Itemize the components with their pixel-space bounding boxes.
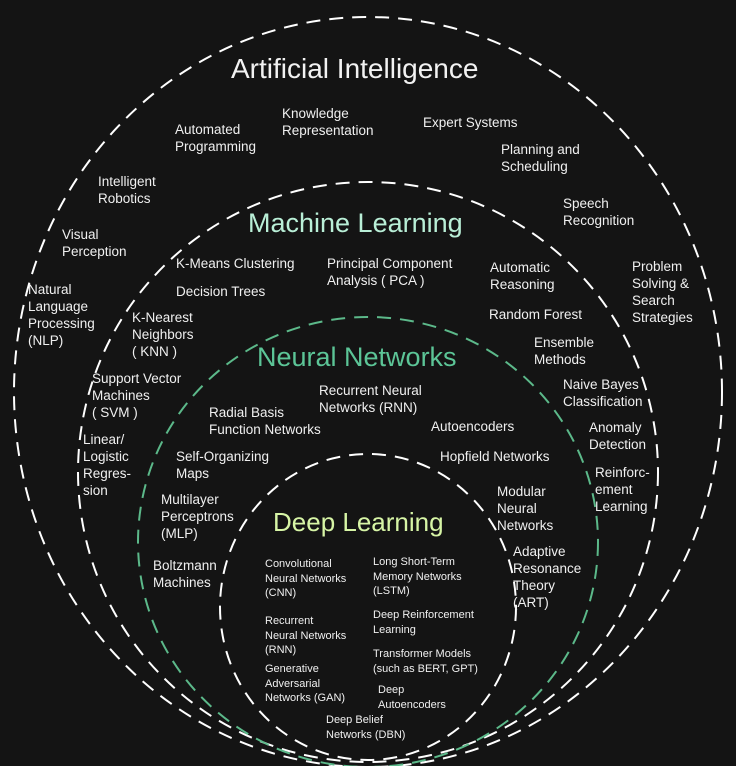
- nn-mlp: Multilayer Perceptrons (MLP): [161, 492, 234, 541]
- ml-knn: K-Nearest Neighbors ( KNN ): [132, 310, 194, 359]
- dl-transformers: Transformer Models (such as BERT, GPT): [373, 648, 478, 675]
- ml-anomaly-detection: Anomaly Detection: [589, 420, 647, 452]
- ai-nlp: Natural Language Processing (NLP): [28, 282, 95, 348]
- ml-naive-bayes: Naive Bayes Classification: [563, 377, 643, 409]
- dl-rnn: Recurrent Neural Networks (RNN): [265, 615, 347, 657]
- nn-boltzmann: Boltzmann Machines: [153, 558, 217, 590]
- ring-machine-learning: [77, 181, 659, 763]
- ring-artificial-intelligence: [13, 16, 723, 766]
- dl-dbn: Deep Belief Networks (DBN): [326, 714, 406, 741]
- dl-lstm: Long Short-Term Memory Networks (LSTM): [373, 556, 462, 598]
- ai-knowledge-representation: Knowledge Representation: [282, 106, 374, 138]
- ml-ensemble-methods: Ensemble Methods: [534, 335, 595, 367]
- nn-art: Adaptive Resonance Theory (ART): [513, 544, 582, 610]
- nn-self-organizing-maps: Self-Organizing Maps: [176, 449, 270, 481]
- ml-svm: Support Vector Machines ( SVM ): [92, 371, 182, 420]
- ml-linear-logistic-regression: Linear/ Logistic Regres- sion: [83, 432, 132, 498]
- nn-radial-basis: Radial Basis Function Networks: [209, 405, 321, 437]
- nn-hopfield: Hopfield Networks: [440, 449, 550, 464]
- dl-deep-reinforcement: Deep Reinforcement Learning: [373, 609, 474, 636]
- title-artificial-intelligence: Artificial Intelligence: [231, 53, 479, 84]
- ml-reinforcement-learning: Reinforc- ement Learning: [595, 465, 650, 514]
- ml-k-means: K-Means Clustering: [176, 256, 295, 271]
- title-machine-learning: Machine Learning: [248, 208, 463, 238]
- ai-planning-scheduling: Planning and Scheduling: [501, 142, 580, 174]
- ai-automated-programming: Automated Programming: [175, 122, 257, 154]
- ai-speech-recognition: Speech Recognition: [563, 196, 635, 228]
- ml-pca: Principal Component Analysis ( PCA ): [327, 256, 453, 288]
- ml-automatic-reasoning: Automatic Reasoning: [490, 260, 555, 292]
- ai-intelligent-robotics: Intelligent Robotics: [98, 174, 156, 206]
- nn-autoencoders: Autoencoders: [431, 419, 515, 434]
- dl-gan: Generative Adversarial Networks (GAN): [265, 663, 346, 705]
- title-deep-learning: Deep Learning: [273, 507, 444, 537]
- ml-decision-trees: Decision Trees: [176, 284, 266, 299]
- nn-modular: Modular Neural Networks: [497, 484, 554, 533]
- title-neural-networks: Neural Networks: [257, 342, 457, 372]
- ring-neural-networks: [137, 316, 599, 766]
- dl-deep-autoencoders: Deep Autoencoders: [378, 684, 446, 711]
- ring-deep-learning: [219, 453, 517, 761]
- ai-problem-solving: Problem Solving & Search Strategies: [632, 259, 693, 325]
- ai-expert-systems: Expert Systems: [423, 115, 518, 130]
- ai-visual-perception: Visual Perception: [62, 227, 127, 259]
- ml-random-forest: Random Forest: [489, 307, 583, 322]
- dl-cnn: Convolutional Neural Networks (CNN): [265, 558, 347, 600]
- nn-rnn: Recurrent Neural Networks (RNN): [319, 383, 422, 415]
